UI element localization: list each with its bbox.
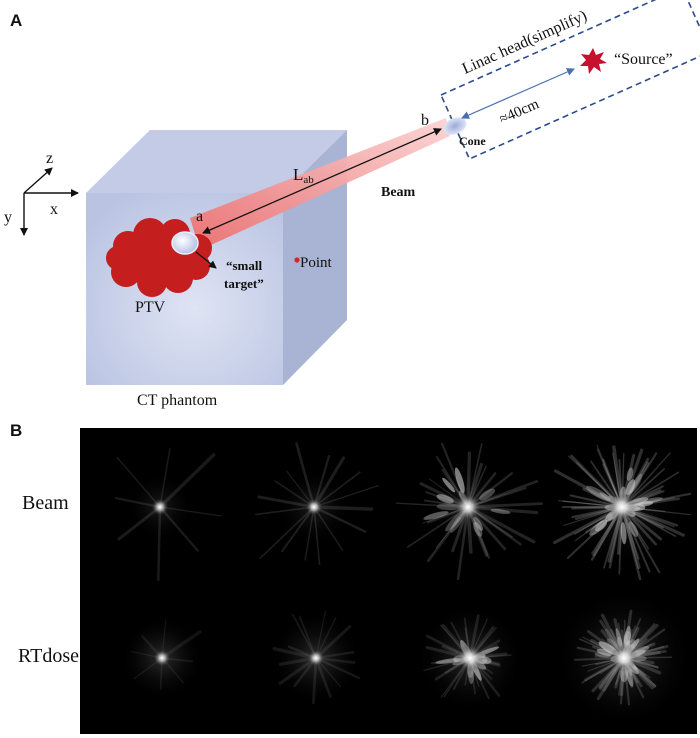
- image-tile: [395, 442, 543, 581]
- source-label: “Source”: [614, 51, 673, 68]
- distance-arrow: [461, 68, 575, 119]
- lab-label: Lab: [293, 165, 314, 186]
- dose-core: [610, 644, 638, 672]
- cone-icon: [443, 117, 467, 135]
- dose-petal: [435, 658, 462, 664]
- panel-b: B Beam RTdose: [10, 421, 697, 734]
- beam-label: Beam: [381, 185, 416, 200]
- dose-petal: [625, 479, 636, 495]
- image-tiles: [115, 442, 694, 728]
- source-icon: [580, 48, 607, 74]
- dose-petal: [473, 516, 483, 531]
- point-a-label: a: [196, 208, 203, 225]
- beam-ray: [158, 505, 199, 552]
- beam-ray: [116, 456, 161, 508]
- beam-ray: [313, 506, 321, 566]
- distance-label: ≈40cm: [497, 96, 542, 128]
- image-tile: [115, 448, 222, 581]
- linac-head-label: Linac head(simplify): [460, 7, 590, 77]
- image-tile: [553, 444, 692, 581]
- dose-petal: [479, 488, 496, 501]
- beam-ray: [159, 506, 222, 517]
- point-marker: [294, 257, 300, 263]
- small-target-label-1: “small: [226, 258, 263, 273]
- beam-ray: [257, 495, 316, 509]
- dose-petal: [423, 511, 449, 520]
- axis-z-label: z: [46, 150, 53, 167]
- beam-ray: [312, 505, 374, 511]
- panel-a-label: A: [10, 11, 22, 30]
- image-tile: [255, 442, 380, 566]
- small-target-arrow: [195, 251, 217, 269]
- dose-core: [454, 493, 482, 521]
- lab-dimension-arrow: [202, 128, 442, 234]
- axis-y-label: y: [4, 209, 12, 226]
- cone-label: Cone: [459, 134, 486, 148]
- dose-petal: [629, 473, 643, 494]
- panel-a: A x y z: [4, 0, 700, 409]
- axis-x-label: x: [50, 201, 58, 218]
- point-b-label: b: [421, 112, 429, 129]
- dose-petal: [589, 519, 608, 536]
- panel-b-label: B: [10, 421, 22, 440]
- beam-ray: [313, 484, 380, 508]
- dose-petal: [628, 521, 639, 537]
- point-label: Point: [300, 255, 333, 271]
- axis-triad: [20, 167, 79, 236]
- beam-ray: [157, 505, 162, 581]
- small-target-icon: [171, 231, 199, 255]
- dose-petal: [442, 477, 456, 493]
- dose-petal: [454, 467, 465, 493]
- dose-core: [153, 649, 171, 667]
- dose-petal: [623, 630, 632, 645]
- beam-ray: [255, 506, 315, 516]
- dose-core: [456, 644, 484, 672]
- beam-ray: [312, 505, 367, 533]
- dose-petal: [595, 520, 608, 532]
- dose-petal: [596, 648, 613, 656]
- row-label-beam: Beam: [22, 492, 69, 514]
- image-tile: [120, 616, 204, 700]
- small-target-label-2: target”: [224, 276, 264, 291]
- dose-core: [307, 649, 325, 667]
- dose-core: [151, 498, 169, 516]
- dose-petal: [594, 652, 611, 658]
- lab-label-main: L: [293, 165, 303, 184]
- dose-core: [305, 498, 323, 516]
- dose-petal: [586, 485, 611, 501]
- dose-petal: [626, 467, 634, 481]
- beam-ray: [295, 442, 316, 509]
- dose-petal: [620, 522, 627, 545]
- beam-ray: [158, 453, 216, 509]
- image-tile: [416, 604, 524, 712]
- ct-phantom-label: CT phantom: [137, 392, 218, 409]
- lab-label-sub: ab: [303, 174, 314, 186]
- dose-petal: [615, 628, 623, 648]
- beam-ray: [312, 456, 346, 509]
- beam-ray: [313, 471, 361, 508]
- beam-ray: [159, 448, 171, 508]
- dose-core: [608, 493, 636, 521]
- image-tile: [270, 610, 362, 705]
- beam-ray: [259, 506, 315, 560]
- dose-petal: [490, 508, 511, 514]
- dose-petal: [473, 521, 483, 537]
- ptv-label: PTV: [135, 299, 166, 316]
- row-label-rtdose: RTdose: [18, 645, 79, 667]
- image-tile: [554, 588, 694, 728]
- dose-petal: [436, 494, 454, 504]
- beam-ray: [281, 506, 315, 553]
